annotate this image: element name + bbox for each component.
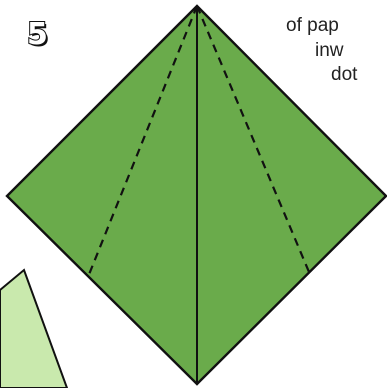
instruction-line-1: of pap bbox=[286, 15, 339, 36]
instruction-line-2: inw bbox=[315, 40, 344, 61]
step-number: 5 bbox=[26, 17, 49, 52]
instruction-line-3: dot bbox=[331, 64, 358, 85]
fold-line-left bbox=[86, 5, 199, 278]
fold-line-right bbox=[195, 5, 311, 273]
side-panel-shape bbox=[0, 268, 69, 389]
